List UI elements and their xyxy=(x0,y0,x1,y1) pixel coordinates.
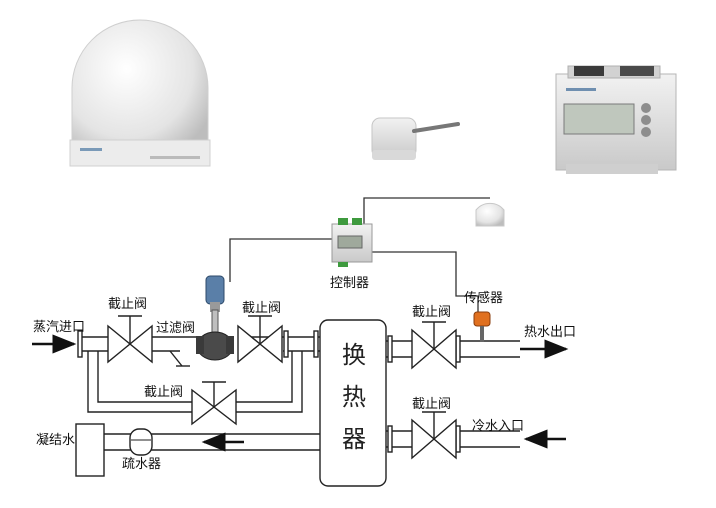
controller-label: 控制器 xyxy=(330,276,370,291)
controller-module xyxy=(331,218,373,267)
condensate-water-label: 凝结水 xyxy=(36,433,76,448)
temperature-sensor xyxy=(473,311,491,342)
wall-sensor xyxy=(475,202,505,227)
hot-water-outlet-label: 热水出口 xyxy=(524,325,577,340)
stop-valve-cold-water xyxy=(411,411,457,460)
filter-valve xyxy=(169,350,190,367)
control-wiring xyxy=(229,197,490,315)
room-sensor-photo xyxy=(69,19,211,167)
duct-sensor-photo xyxy=(371,117,460,160)
steam-trap-label: 疏水器 xyxy=(122,457,162,472)
stop-valve-steam xyxy=(107,315,153,364)
cold-water-inlet-label: 冷水入口 xyxy=(472,419,525,434)
stop-valve-label: 截止阀 xyxy=(242,301,282,316)
heat-exchanger-label-1: 换 xyxy=(342,341,366,369)
condensate-tank xyxy=(75,423,105,477)
stop-valve-hot-water xyxy=(411,321,457,370)
controller-photo xyxy=(555,65,677,174)
filter-valve-label: 过滤阀 xyxy=(156,321,196,336)
heat-exchanger-label-2: 热 xyxy=(342,383,366,411)
control-valve xyxy=(196,275,234,361)
stop-valve-bypass xyxy=(191,381,237,426)
steam-inlet-label: 蒸汽进口 xyxy=(33,320,86,335)
flow-arrows xyxy=(32,334,569,452)
sensor-label: 传感器 xyxy=(464,291,504,306)
stop-valve-label: 截止阀 xyxy=(412,397,452,412)
bypass-stop-valve-label: 截止阀 xyxy=(144,385,184,400)
stop-valve-label: 截止阀 xyxy=(412,305,452,320)
heat-exchanger-label-3: 器 xyxy=(342,425,366,453)
stop-valve-label: 截止阀 xyxy=(108,297,148,312)
heat-exchanger xyxy=(319,319,387,487)
steam-trap xyxy=(129,428,153,456)
stop-valve-steam-2 xyxy=(237,315,283,364)
